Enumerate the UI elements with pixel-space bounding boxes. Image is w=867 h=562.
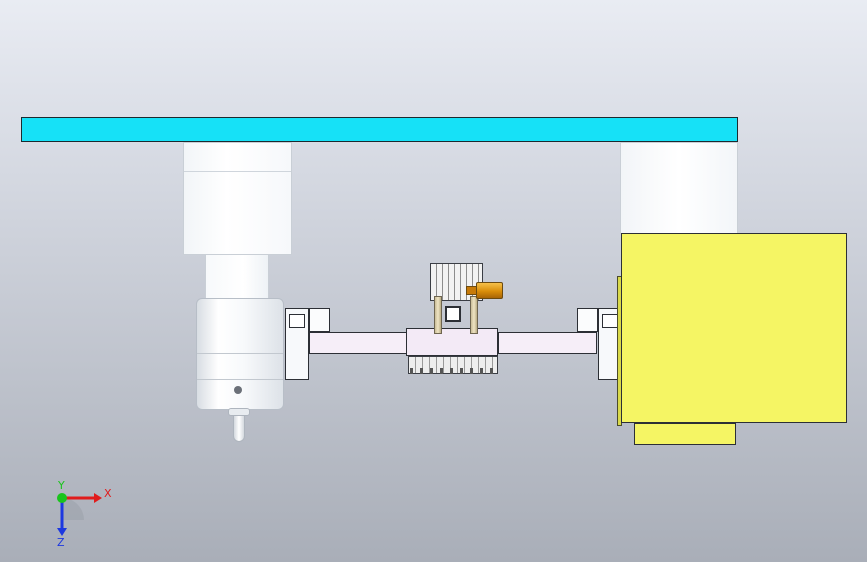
left-body-bolt	[234, 386, 242, 394]
guide-rod-right	[470, 296, 478, 334]
left-body-band	[197, 353, 283, 354]
y-axis-label: Y	[57, 480, 65, 492]
axis-triad: X Y Z	[48, 479, 128, 550]
right-column-upper[interactable]	[620, 142, 738, 234]
crossbar-divider	[498, 333, 499, 353]
right-clamp-mid	[602, 314, 618, 328]
yellow-block-lower[interactable]	[634, 423, 736, 445]
y-axis-dot-icon	[57, 493, 67, 503]
valve-block[interactable]	[445, 306, 461, 322]
right-clamp-inner[interactable]	[577, 308, 598, 332]
left-column-split-line	[184, 171, 291, 172]
z-axis-label: Z	[57, 536, 65, 549]
left-clamp-mid	[289, 314, 305, 328]
gantry-beam[interactable]	[21, 117, 738, 142]
center-gripper-plate[interactable]	[406, 328, 498, 356]
left-column-neck[interactable]	[205, 255, 269, 299]
guide-rod-left	[434, 296, 442, 334]
center-gripper-feet	[410, 368, 496, 374]
left-column-upper[interactable]	[183, 142, 292, 255]
left-body-band	[197, 379, 283, 380]
axis-triad-svg: X Y Z	[57, 479, 112, 549]
x-axis-arrow-icon	[94, 493, 102, 503]
yellow-block-main[interactable]	[621, 233, 847, 423]
z-axis-arrow-icon	[57, 528, 67, 536]
left-clamp-inner[interactable]	[309, 308, 330, 332]
left-nozzle-head	[228, 408, 250, 416]
air-fitting[interactable]	[476, 282, 503, 299]
triad-shade	[62, 498, 84, 520]
x-axis-label: X	[104, 487, 112, 500]
